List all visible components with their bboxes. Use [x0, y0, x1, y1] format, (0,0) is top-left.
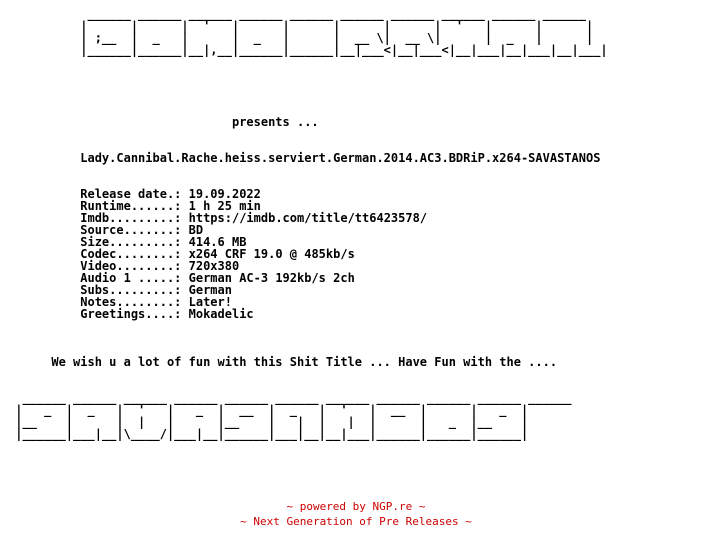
info-row: Imdb.........: https://imdb.com/title/tt…: [8, 212, 608, 224]
info-row: Release date.: 19.09.2022: [8, 188, 608, 200]
info-value: German: [188, 283, 232, 297]
ascii-art-line: |______|______|__|,__|______|______|__|_…: [8, 43, 608, 57]
ascii-art-line: | ;__ | _ | | _ | | __ \| __ \| | _ | |: [8, 31, 594, 45]
info-rows: Release date.: 19.09.2022 Runtime......:…: [8, 188, 608, 320]
info-value: BD: [188, 223, 204, 237]
info-value: 720x380: [188, 259, 240, 273]
info-value: Mokadelic: [188, 307, 254, 321]
ascii-logo-top: ______ ______ ______ ______ ______ _____…: [8, 7, 608, 57]
info-label: Release date.:: [80, 187, 189, 201]
footer-tagline: ~ Next Generation of Pre Releases ~: [240, 515, 472, 528]
presents-line: presents ...: [8, 115, 319, 129]
info-row: Video........: 720x380: [8, 260, 608, 272]
info-label: Size.........:: [80, 235, 189, 249]
info-label: Audio 1 .....:: [80, 271, 189, 285]
ascii-art-line: | _ | _ | ' | _ | __ | _ | ' | __ | | _ …: [8, 403, 529, 417]
info-label: Imdb.........:: [80, 211, 189, 225]
info-label: Notes........:: [80, 295, 189, 309]
info-row: Source.......: BD: [8, 224, 608, 236]
info-row: Greetings....: Mokadelic: [8, 308, 608, 320]
info-label: Subs.........:: [80, 283, 189, 297]
ascii-art-line: |______|___|__|\____/|___|__|______|___|…: [8, 427, 529, 441]
info-value: https://imdb.com/title/tt6423578/: [188, 211, 428, 225]
info-label: Source.......:: [80, 223, 189, 237]
ascii-art-line: |__ | | | | |__ | | | | | | _ |__ |: [8, 415, 529, 429]
info-row: Audio 1 .....: German AC-3 192kb/s 2ch: [8, 272, 608, 284]
nfo-text-block: ______ ______ ______ ______ ______ _____…: [8, 7, 608, 440]
info-value: x264 CRF 19.0 @ 485kb/s: [188, 247, 355, 261]
info-label: Greetings....:: [80, 307, 189, 321]
info-value: German AC-3 192kb/s 2ch: [188, 271, 355, 285]
info-value: 414.6 MB: [188, 235, 247, 249]
ascii-art-line: ______ ______ ______ ______ ______ _____…: [8, 391, 579, 405]
info-label: Runtime......:: [80, 199, 189, 213]
info-row: Runtime......: 1 h 25 min: [8, 200, 608, 212]
footer-powered-by: ~ powered by NGP.re ~: [286, 500, 426, 513]
info-label: Codec........:: [80, 247, 189, 261]
ascii-art-line: ______ ______ ______ ______ ______ _____…: [8, 7, 594, 21]
ascii-logo-bottom: ______ ______ ______ ______ ______ _____…: [8, 392, 608, 440]
release-title: Lady.Cannibal.Rache.heiss.serviert.Germa…: [80, 151, 601, 165]
info-row: Size.........: 414.6 MB: [8, 236, 608, 248]
info-row: Subs.........: German: [8, 284, 608, 296]
info-row: Codec........: x264 CRF 19.0 @ 485kb/s: [8, 248, 608, 260]
info-value: 1 h 25 min: [188, 199, 261, 213]
info-value: 19.09.2022: [188, 187, 261, 201]
info-row: Notes........: Later!: [8, 296, 608, 308]
ascii-art-line: | | | ' | | | | | ' | | |: [8, 19, 594, 33]
info-label: Video........:: [80, 259, 189, 273]
wish-line: We wish u a lot of fun with this Shit Ti…: [8, 355, 558, 369]
info-value: Later!: [188, 295, 232, 309]
